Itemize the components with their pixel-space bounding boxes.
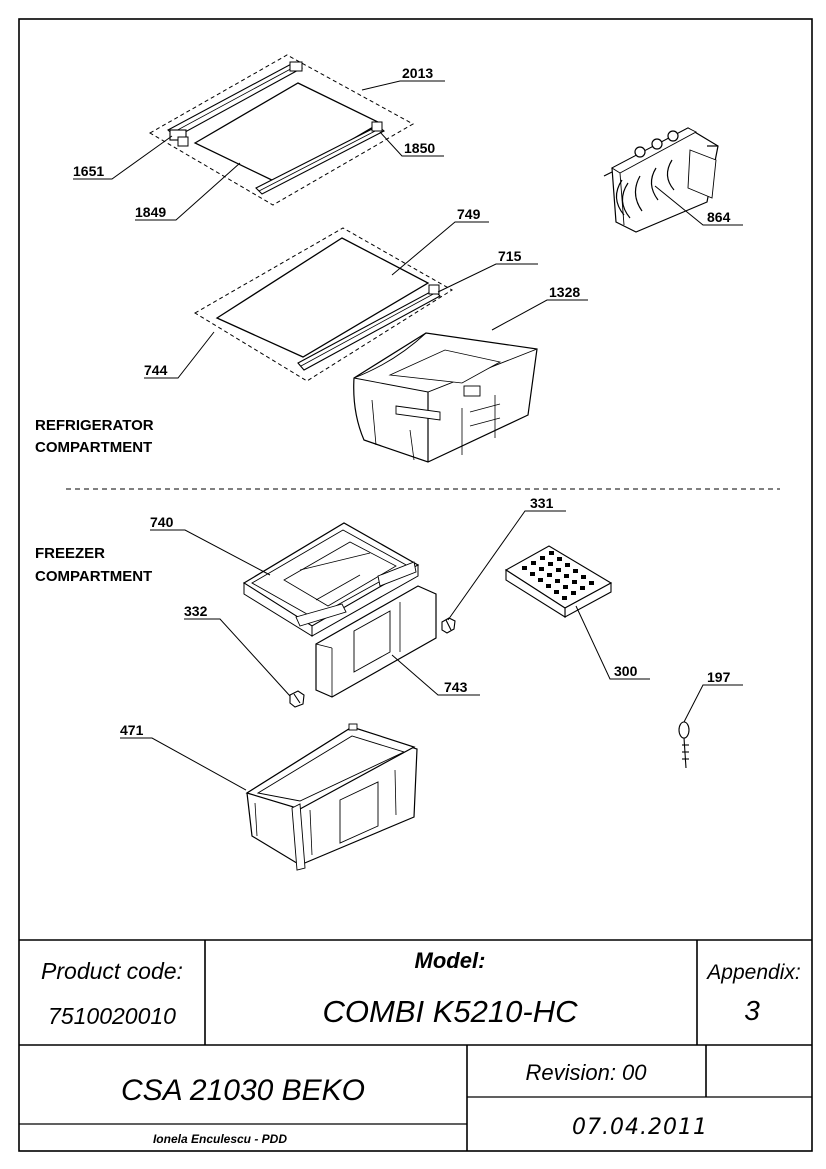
shelf-assembly-744 [194, 227, 453, 382]
part-label-1328: 1328 [549, 284, 580, 300]
part-label-749: 749 [457, 206, 481, 222]
section-label-freezer-line1: FREEZER [35, 545, 105, 562]
product-code-label: Product code: [41, 958, 183, 984]
drawing-frame [18, 18, 813, 1152]
part-label-300: 300 [614, 663, 638, 679]
freezer-flap-743 [315, 585, 437, 698]
part-label-1651: 1651 [73, 163, 104, 179]
part-label-2013: 2013 [402, 65, 433, 81]
part-label-740: 740 [150, 514, 174, 530]
part-label-744: 744 [144, 362, 168, 378]
part-label-1849: 1849 [135, 204, 166, 220]
freezer-shelf-740 [242, 522, 420, 637]
part-864-holder [603, 127, 719, 233]
shelf-assembly-2013 [148, 54, 415, 206]
part-label-332: 332 [184, 603, 208, 619]
section-label-freezer-line2: COMPARTMENT [35, 568, 152, 585]
part-label-471: 471 [120, 722, 144, 738]
part-label-1850: 1850 [404, 140, 435, 156]
clip-331 [441, 617, 456, 634]
title-block [19, 939, 812, 1151]
part-label-743: 743 [444, 679, 468, 695]
part-197-key [678, 721, 690, 769]
ice-tray-300 [504, 545, 613, 618]
appendix-label: Appendix: [705, 961, 800, 984]
part-label-864: 864 [707, 209, 731, 225]
author-name: Ionela Enculescu - PDD [153, 1132, 287, 1146]
clip-332 [289, 690, 305, 708]
model-value: COMBI K5210-HC [323, 994, 579, 1029]
crisper-drawer-1328 [353, 332, 538, 463]
model-label: Model: [415, 948, 486, 973]
section-label-refrigerator-line2: COMPARTMENT [35, 439, 152, 456]
appendix-value: 3 [744, 995, 760, 1026]
document-code: CSA 21030 BEKO [121, 1074, 365, 1107]
part-label-715: 715 [498, 248, 522, 264]
part-label-331: 331 [530, 495, 554, 511]
leader-lines [73, 80, 743, 791]
freezer-drawer-471 [245, 723, 418, 871]
part-labels: 2013 1651 1850 1849 864 749 715 1328 744… [73, 65, 731, 738]
revision-label: Revision: 00 [525, 1060, 647, 1085]
section-label-refrigerator-line1: REFRIGERATOR [35, 417, 154, 434]
product-code-value: 7510020010 [48, 1003, 176, 1029]
drawing-date: 07.04.2011 [572, 1115, 708, 1140]
part-label-197: 197 [707, 669, 731, 685]
